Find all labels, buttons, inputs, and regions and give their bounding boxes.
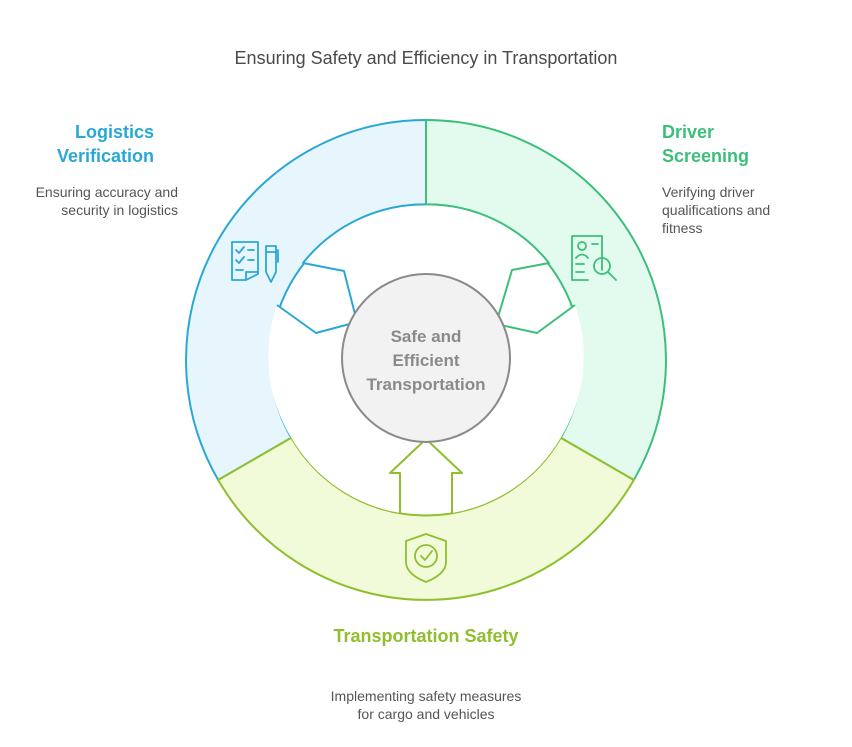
driver-screening-title: Driver Screening: [662, 122, 750, 166]
transportation-safety-description: Implementing safety measures for cargo a…: [330, 688, 522, 722]
arrow-from-driver-screening: [425, 203, 576, 334]
center-circle: [341, 273, 511, 443]
logistics-verification-title: Logistics Verification: [56, 122, 154, 166]
profile-search-icon: [571, 235, 617, 281]
logistics-verification-description: Ensuring accuracy and security in logist…: [35, 184, 178, 218]
checklist-pen-icon: [231, 241, 279, 283]
center-label-line-1: Safe and: [391, 327, 462, 346]
arrow-from-logistics-verification: [276, 203, 427, 334]
shield-check-icon: [405, 533, 447, 583]
transportation-safety-title: Transportation Safety: [333, 626, 519, 646]
center-label-line-2: Efficient: [392, 351, 459, 370]
center-label-line-3: Transportation: [366, 375, 485, 394]
diagram-title: Ensuring Safety and Efficiency in Transp…: [234, 48, 618, 68]
segment-transportation-safety: [216, 436, 636, 601]
driver-screening-description: Verifying driver qualifications and fitn…: [662, 184, 771, 236]
